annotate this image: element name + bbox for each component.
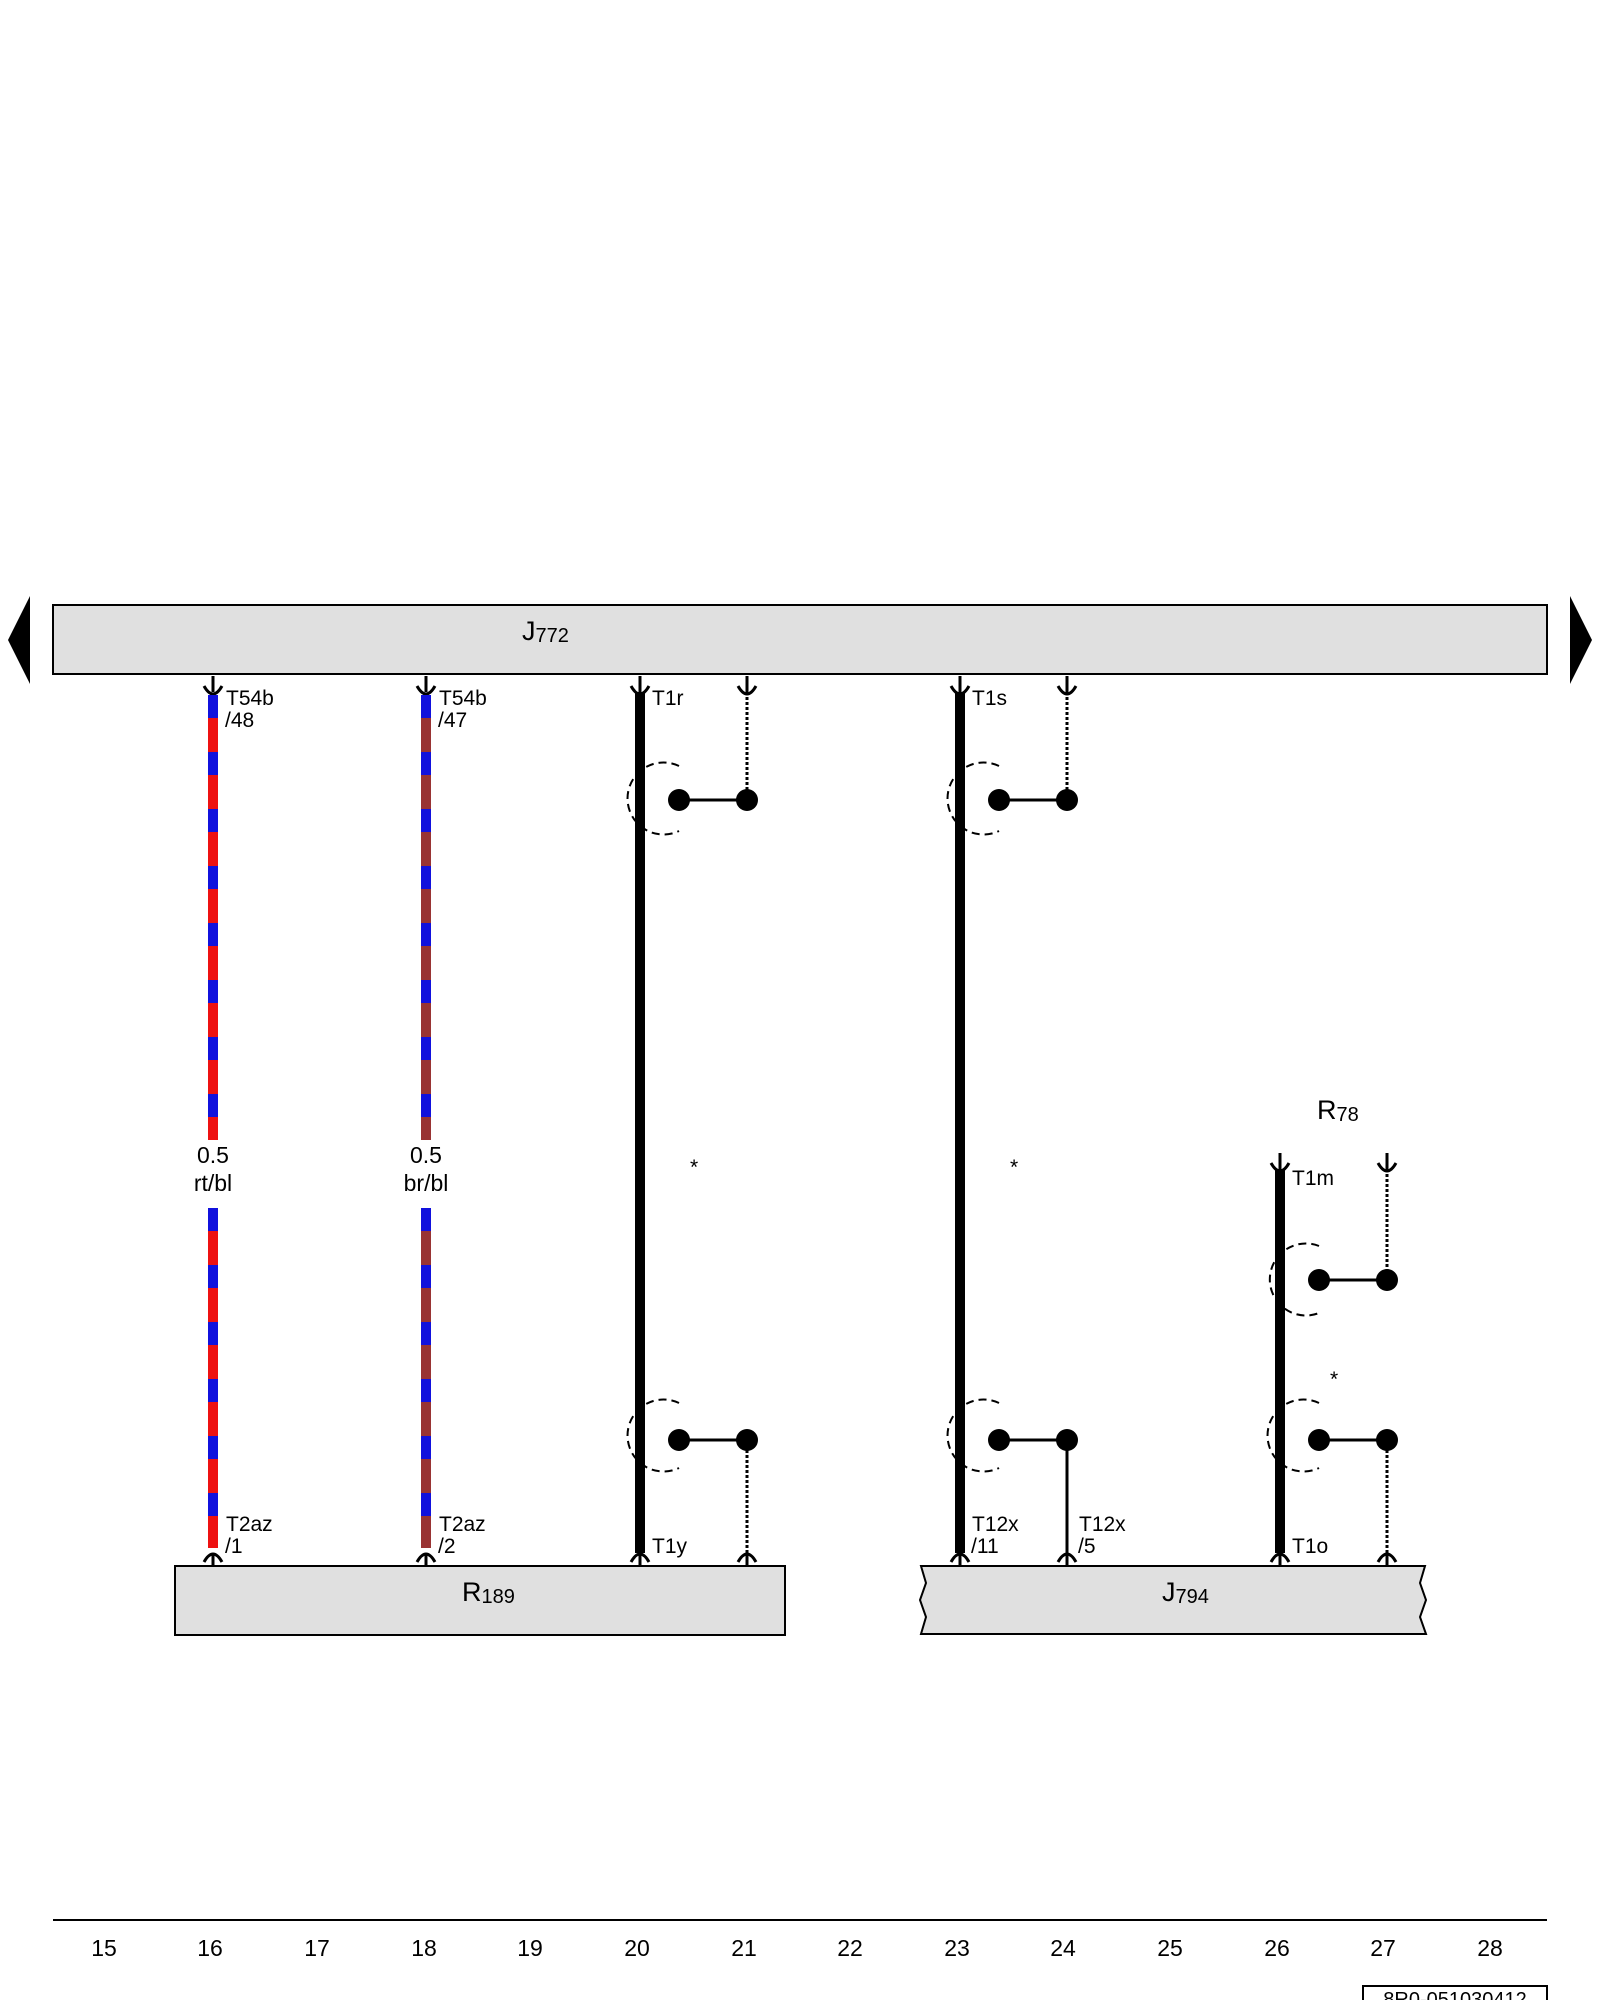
column-number: 24 [1050, 1935, 1076, 1961]
label-t1y: T1y [652, 1535, 688, 1558]
label-t1o: T1o [1292, 1535, 1328, 1558]
wire-18-color: br/bl [404, 1170, 449, 1196]
component-r189-label: R189 [462, 1577, 515, 1608]
label-t1s: T1s [972, 687, 1007, 710]
wire-16-bottom-pin: /1 [225, 1535, 243, 1558]
terminal-icon [1269, 1153, 1291, 1173]
terminal-icon [629, 676, 651, 696]
terminal-icon [1056, 676, 1078, 696]
wire-16-color: rt/bl [194, 1170, 232, 1196]
component-j794-label: J794 [1162, 1577, 1209, 1608]
terminal-icon [202, 1552, 224, 1567]
component-r78-label: R78 [1317, 1095, 1359, 1126]
shielded-line-23[interactable] [946, 692, 1078, 1553]
top-terminals [202, 676, 1398, 1173]
note-star-26: * [1330, 1368, 1338, 1391]
column-number: 21 [731, 1935, 757, 1961]
nav-next-arrow[interactable] [1570, 596, 1592, 684]
shielded-line-26[interactable] [1266, 1169, 1398, 1553]
wire-18-size: 0.5 [410, 1142, 442, 1168]
wire-16-top-pin: /48 [225, 709, 254, 732]
wire-16-size: 0.5 [197, 1142, 229, 1168]
column-number: 23 [944, 1935, 970, 1961]
label-t1m: T1m [1292, 1167, 1334, 1190]
column-number: 22 [837, 1935, 863, 1961]
column-number: 27 [1370, 1935, 1396, 1961]
terminal-icon [629, 1552, 651, 1567]
label-t12x-11-connector: T12x [972, 1513, 1019, 1536]
doc-code-box [1362, 1985, 1548, 2000]
terminal-icon [949, 1552, 971, 1567]
column-number: 16 [197, 1935, 223, 1961]
column-number: 15 [91, 1935, 117, 1961]
column-number: 19 [517, 1935, 543, 1961]
wire-16-bottom-connector: T2az [226, 1513, 273, 1536]
label-t12x-5-connector: T12x [1079, 1513, 1126, 1536]
component-j772[interactable] [52, 604, 1548, 675]
terminal-icon [1376, 1153, 1398, 1173]
column-number: 28 [1477, 1935, 1503, 1961]
column-number: 18 [411, 1935, 437, 1961]
wire-18-top-connector: T54b [439, 687, 487, 710]
terminal-icon [949, 676, 971, 696]
shielded-line-20[interactable] [626, 692, 758, 1553]
component-j794[interactable] [918, 1565, 1428, 1635]
wire-16-top-connector: T54b [226, 687, 274, 710]
wire-18-bottom-connector: T2az [439, 1513, 486, 1536]
column-number: 17 [304, 1935, 330, 1961]
label-t12x-5-pin: /5 [1078, 1535, 1096, 1558]
bottom-terminals [202, 1552, 1398, 1567]
label-t12x-11-pin: /11 [971, 1535, 999, 1558]
label-t1r: T1r [652, 687, 684, 710]
component-j772-label: J772 [522, 616, 569, 647]
terminal-icon [1376, 1552, 1398, 1567]
terminal-icon [736, 1552, 758, 1567]
doc-code: 8R0-051030412 [1383, 1989, 1526, 2000]
terminal-icon [415, 676, 437, 696]
note-star-20: * [690, 1156, 698, 1179]
terminal-icon [415, 1552, 437, 1567]
terminal-icon [736, 676, 758, 696]
component-r189[interactable] [174, 1565, 786, 1636]
column-number: 20 [624, 1935, 650, 1961]
terminal-icon [202, 676, 224, 696]
column-number: 25 [1157, 1935, 1183, 1961]
terminal-icon [1269, 1552, 1291, 1567]
terminal-icon [1056, 1552, 1078, 1567]
wire-18-bottom-pin: /2 [438, 1535, 456, 1558]
wire-18-top-pin: /47 [438, 709, 467, 732]
nav-prev-arrow[interactable] [8, 596, 30, 684]
note-star-23: * [1010, 1156, 1018, 1179]
column-number: 26 [1264, 1935, 1290, 1961]
column-numbers: 15 16 17 18 19 20 21 22 23 24 25 26 27 2… [91, 1935, 1503, 1961]
